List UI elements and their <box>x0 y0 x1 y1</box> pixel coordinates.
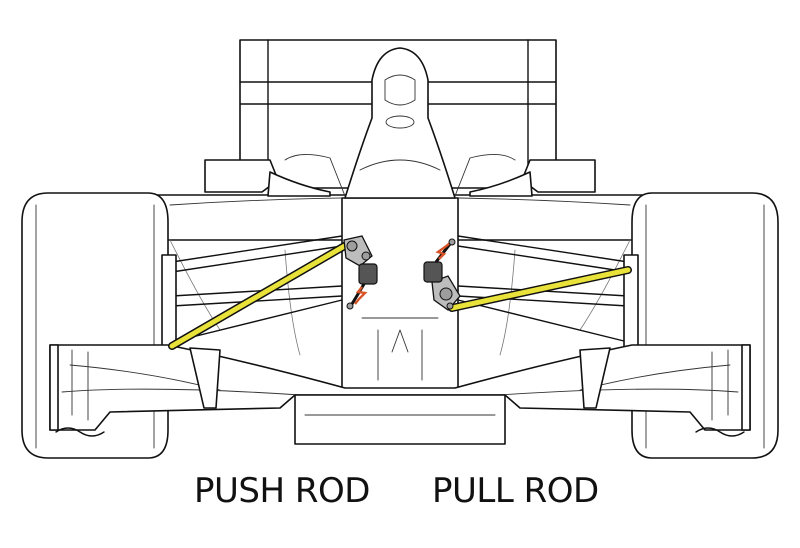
pull-rod-label: PULL ROD <box>432 471 599 511</box>
left-upright <box>161 254 177 348</box>
cockpit-head <box>344 47 456 199</box>
push-rod-label: PUSH ROD <box>194 471 370 511</box>
damper-icon <box>343 235 378 310</box>
pull-rod <box>448 266 632 312</box>
front-wing <box>49 344 751 445</box>
push-rod <box>168 240 352 350</box>
damper-icon <box>423 238 461 311</box>
